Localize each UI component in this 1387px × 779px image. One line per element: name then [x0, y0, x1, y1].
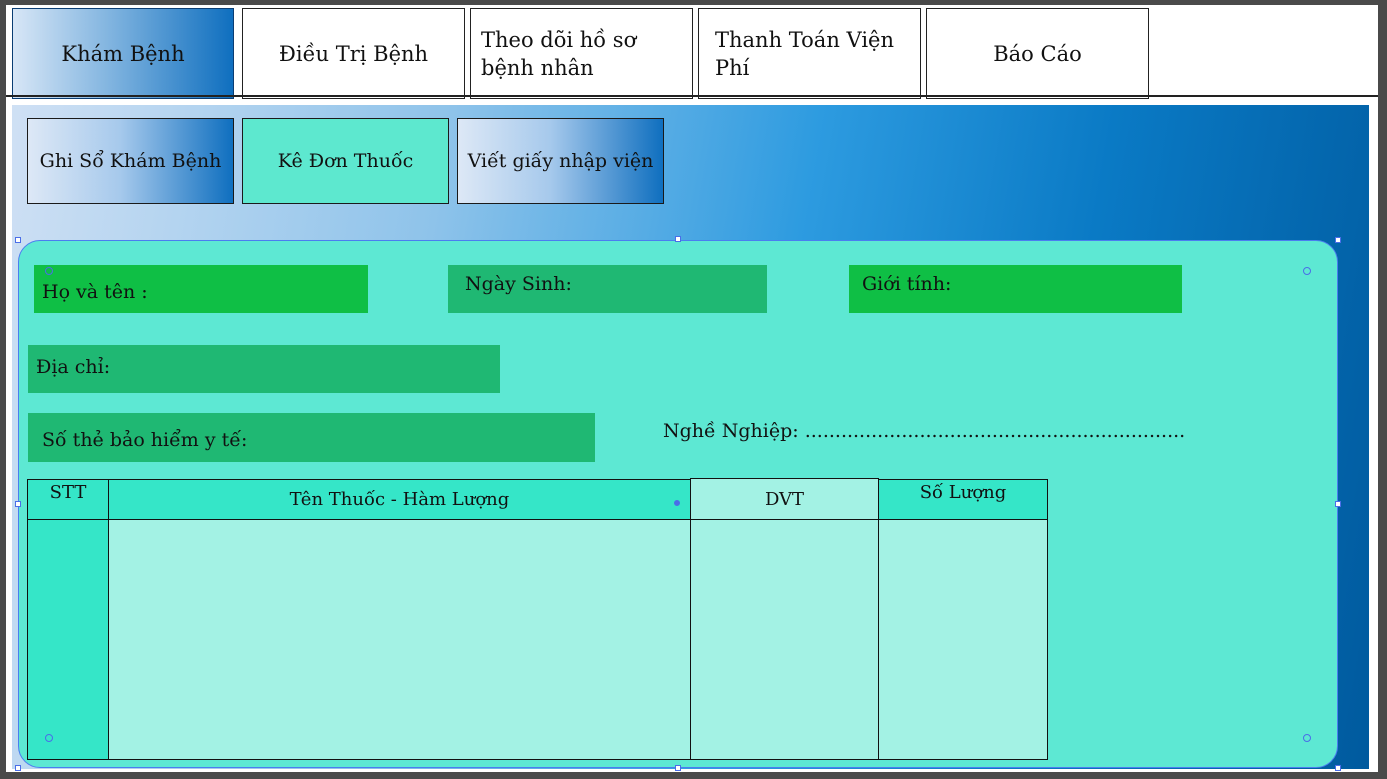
tab-bar-divider	[6, 95, 1378, 97]
selection-handle[interactable]	[675, 765, 681, 771]
tab-label: Điều Trị Bệnh	[278, 41, 429, 66]
dob-field[interactable]: Ngày Sinh:	[448, 265, 767, 313]
subtab-ghi-so-kham-benh[interactable]: Ghi Sổ Khám Bệnh	[27, 118, 234, 204]
tab-theo-doi-ho-so[interactable]: Theo dõi hồ sơ bệnh nhân	[470, 8, 693, 99]
tab-thanh-toan-vien-phi[interactable]: Thanh Toán Viện Phí	[698, 8, 921, 99]
insurance-label: Số thẻ bảo hiểm y tế:	[42, 428, 248, 451]
tab-label: Theo dõi hồ sơ bệnh nhân	[481, 27, 637, 80]
tab-kham-benh[interactable]: Khám Bệnh	[12, 8, 234, 99]
tab-bao-cao[interactable]: Báo Cáo	[926, 8, 1149, 99]
column-header: Tên Thuốc - Hàm Lượng	[289, 489, 510, 510]
corner-radius-handle[interactable]	[45, 267, 53, 275]
table-column-so-luong[interactable]	[878, 519, 1048, 760]
table-header-dvt: DVT	[690, 478, 879, 520]
center-point-handle[interactable]	[674, 500, 680, 506]
table-column-stt[interactable]	[27, 519, 109, 760]
gender-label: Giới tính:	[862, 273, 952, 295]
table-header-stt: STT	[27, 479, 109, 520]
name-label: Họ và tên :	[42, 281, 148, 303]
insurance-field[interactable]: Số thẻ bảo hiểm y tế:	[28, 413, 595, 462]
table-header-so-luong: Số Lượng	[878, 479, 1048, 520]
corner-radius-handle[interactable]	[1303, 267, 1311, 275]
job-field[interactable]: Nghề Nghiệp: ...........................…	[663, 420, 1186, 442]
table-header-ten-thuoc: Tên Thuốc - Hàm Lượng	[108, 479, 691, 520]
tab-label: Khám Bệnh	[61, 41, 185, 66]
dob-label: Ngày Sinh:	[465, 273, 572, 295]
gender-field[interactable]: Giới tính:	[849, 265, 1182, 313]
subtab-label: Ghi Sổ Khám Bệnh	[39, 150, 222, 172]
selection-handle[interactable]	[1335, 765, 1341, 771]
selection-handle[interactable]	[675, 236, 681, 242]
column-header: Số Lượng	[919, 482, 1007, 503]
tab-label: Báo Cáo	[993, 41, 1082, 66]
corner-radius-handle[interactable]	[45, 734, 53, 742]
corner-radius-handle[interactable]	[1303, 734, 1311, 742]
tab-label: Thanh Toán Viện Phí	[715, 27, 894, 80]
table-column-ten-thuoc[interactable]	[108, 519, 691, 760]
selection-handle[interactable]	[1335, 237, 1341, 243]
subtab-label: Viết giấy nhập viện	[467, 150, 654, 172]
address-label: Địa chỉ:	[36, 356, 111, 378]
column-header: STT	[49, 482, 87, 503]
selection-handle[interactable]	[15, 765, 21, 771]
selection-handle[interactable]	[1335, 501, 1341, 507]
column-header: DVT	[764, 488, 805, 510]
subtab-ke-don-thuoc[interactable]: Kê Đơn Thuốc	[242, 118, 449, 204]
subtab-label: Kê Đơn Thuốc	[277, 150, 414, 172]
selection-handle[interactable]	[15, 501, 21, 507]
tab-dieu-tri-benh[interactable]: Điều Trị Bệnh	[242, 8, 465, 99]
subtab-viet-giay-nhap-vien[interactable]: Viết giấy nhập viện	[457, 118, 664, 204]
name-field[interactable]: Họ và tên :	[34, 265, 368, 313]
table-column-dvt[interactable]	[690, 519, 879, 760]
selection-handle[interactable]	[15, 237, 21, 243]
address-field[interactable]: Địa chỉ:	[28, 345, 500, 393]
